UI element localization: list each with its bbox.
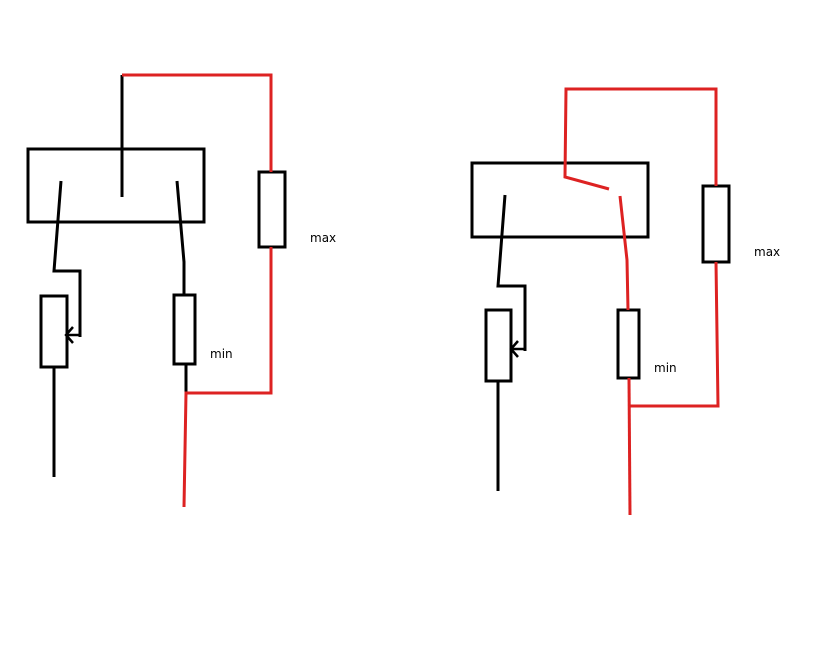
left-red-wire-top [122,73,273,172]
right-red-wire-bottom [630,261,720,408]
right-min-label: min [654,361,677,375]
right-relay-box [470,161,650,239]
right-potentiometer [484,308,513,383]
left-min-resistor [172,293,197,366]
left-contact-blade-b [175,180,186,295]
left-relay-box [26,147,206,224]
left-min-label: min [210,347,233,361]
left-red-wire-bottom [182,247,273,508]
right-circuit [470,87,731,516]
left-contact-blade-a [52,180,82,337]
right-red-output-lead [627,377,632,516]
right-contact-blade-a [496,194,527,351]
left-max-label: max [310,231,337,245]
right-red-common-contact [563,87,718,191]
right-red-contact-blade [618,195,630,311]
right-max-resistor [701,184,731,264]
left-potentiometer [39,294,69,369]
left-circuit [26,73,287,508]
right-min-resistor [616,308,641,380]
right-max-label: max [754,245,781,259]
left-max-resistor [257,170,287,249]
